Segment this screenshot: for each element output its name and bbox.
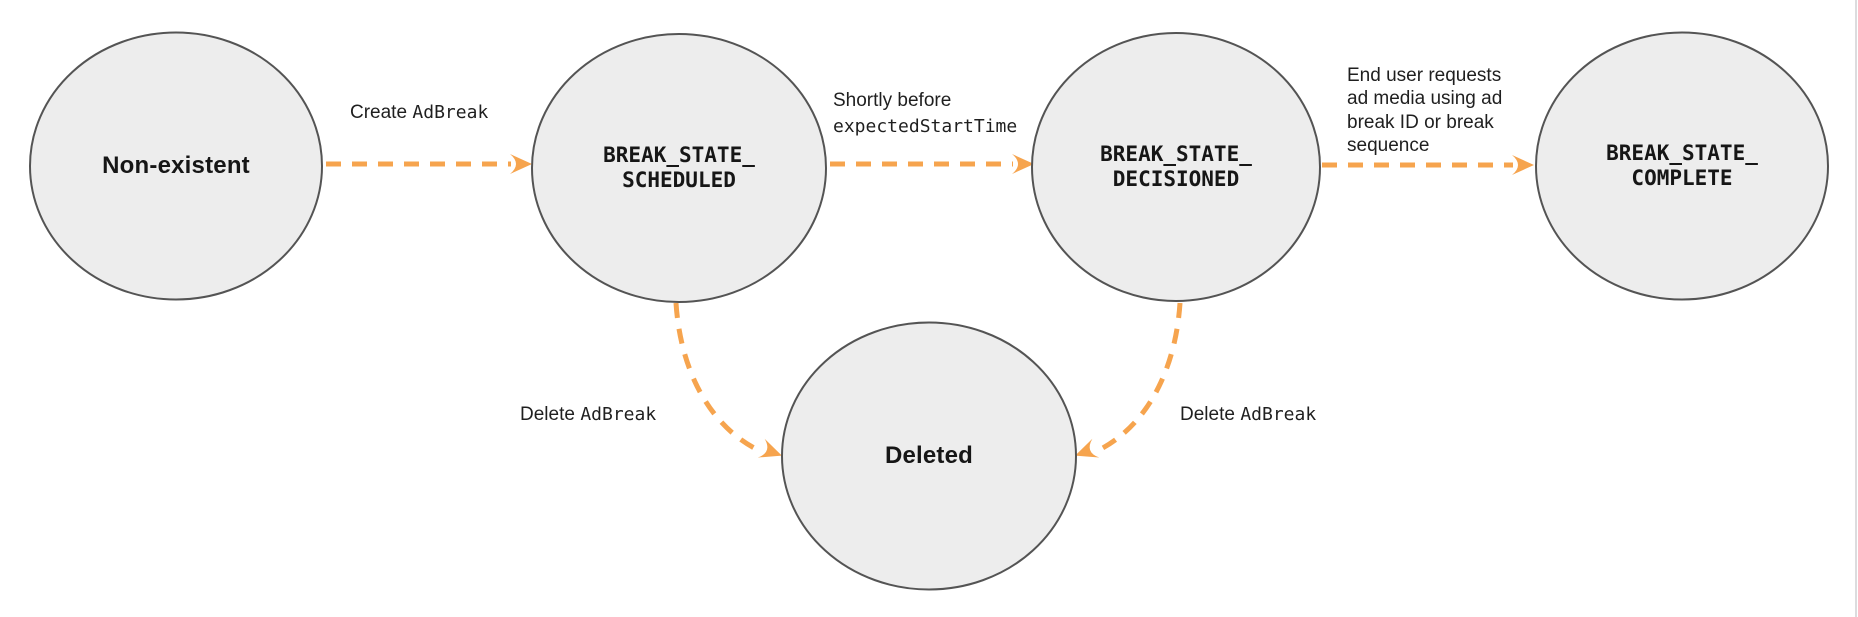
arrowhead-icon [1075, 438, 1100, 458]
edge-label-text: Shortly before [833, 90, 952, 111]
state-circle-break-state-decisioned [1031, 32, 1321, 302]
arrowhead-icon [510, 154, 532, 174]
edge-label-text: Create [350, 102, 408, 123]
edge-delete-left-curve [673, 302, 762, 454]
state-circle-non-existent [29, 31, 323, 301]
edge-label-text: End user requests ad media using ad brea… [1347, 64, 1503, 157]
state-circle-deleted [781, 321, 1077, 591]
edge-label-text: Delete [520, 404, 575, 425]
state-circle-break-state-complete [1535, 31, 1829, 301]
edge-label-text: Delete [1180, 404, 1235, 425]
edge-label-code: AdBreak [580, 404, 657, 425]
edge-label-code: expectedStartTime [833, 116, 1018, 137]
edge-label-code: AdBreak [412, 102, 489, 123]
page-edge-divider [1855, 0, 1857, 617]
edge-label-shortly-before: Shortly before expectedStartTime [833, 88, 1017, 140]
edge-delete-right-curve [1095, 302, 1183, 454]
arrowhead-icon [1512, 155, 1534, 175]
edge-label-end-user-requests: End user requests ad media using ad brea… [1347, 40, 1502, 158]
state-circle-break-state-scheduled [531, 33, 827, 303]
arrowhead-icon [757, 438, 782, 458]
edge-label-code: AdBreak [1240, 404, 1317, 425]
arrowhead-icon [1012, 154, 1034, 174]
